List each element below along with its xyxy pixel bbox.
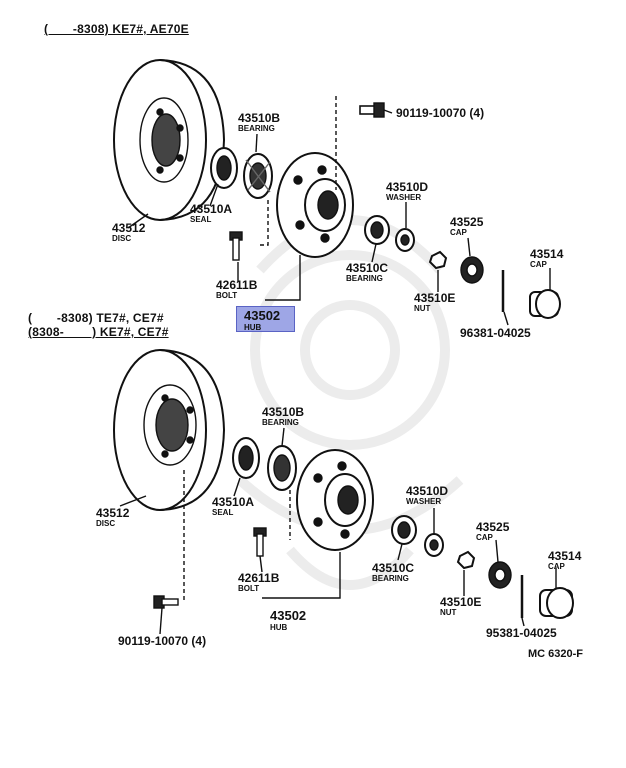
hub-bolt-bottom [253, 527, 267, 557]
cap-nut-bottom [488, 561, 512, 589]
part-number-cap-nut-top[interactable]: 43525 [450, 215, 484, 229]
part-number-cap-bottom[interactable]: 43514 [548, 549, 582, 563]
part-number-pin-top[interactable]: 96381-04025 [460, 326, 531, 340]
bearing-inner-bottom [391, 515, 417, 545]
part-name-bearing-outer-top: BEARING [238, 124, 275, 133]
hub-bottom [296, 449, 374, 551]
part-number-hub-bottom[interactable]: 43502 [270, 608, 307, 623]
part-name-disc-top: DISC [112, 234, 132, 243]
part-number-nut-bottom[interactable]: 43510E [440, 595, 482, 609]
part-number-washer-bottom[interactable]: 43510D [406, 484, 449, 498]
part-name-seal-bottom: SEAL [212, 508, 234, 517]
part-name-nut-top: NUT [414, 304, 431, 313]
part-number-bearing-outer-top[interactable]: 43510B [238, 111, 281, 125]
nut-top [428, 250, 448, 270]
disc-bottom [113, 349, 226, 511]
part-name-bearing-inner-top: BEARING [346, 274, 383, 283]
part-number-bearing-inner-bottom[interactable]: 43510C [372, 561, 415, 575]
part-number-disc-bolt-top[interactable]: 90119-10070 (4) [396, 106, 485, 120]
bearing-inner-top [364, 215, 390, 245]
part-name-washer-top: WASHER [386, 193, 422, 202]
part-name-cap-bottom: CAP [548, 562, 565, 571]
washer-bottom [424, 533, 444, 557]
part-name-hub-bottom: HUB [270, 623, 288, 632]
part-name-cap-top: CAP [530, 260, 547, 269]
part-number-seal-bottom[interactable]: 43510A [212, 495, 255, 509]
bearing-outer-bottom [267, 445, 297, 491]
hub-top [276, 152, 354, 258]
part-number-washer-top[interactable]: 43510D [386, 180, 429, 194]
part-number-disc-bolt-bottom[interactable]: 90119-10070 (4) [118, 634, 207, 648]
part-name-washer-bottom: WASHER [406, 497, 442, 506]
disc-bolt-top [359, 102, 385, 118]
cap-bottom [539, 587, 574, 619]
part-number-disc-bottom[interactable]: 43512 [96, 506, 130, 520]
part-number-nut-top[interactable]: 43510E [414, 291, 456, 305]
part-name-bolt-bottom: BOLT [238, 584, 260, 593]
nut-bottom [456, 550, 476, 570]
part-number-bolt-top[interactable]: 42611B [216, 278, 258, 292]
part-number-bolt-bottom[interactable]: 42611B [238, 571, 280, 585]
part-number-hub-top[interactable]: 43502 [244, 308, 281, 323]
header-mid-2: (8308- ) KE7#, CE7# [28, 325, 169, 339]
part-name-cap-nut-bottom: CAP [476, 533, 493, 542]
part-number-disc-top[interactable]: 43512 [112, 221, 146, 235]
disc-top [113, 59, 226, 221]
diagram-code: MC 6320-F [528, 648, 584, 660]
header-mid-1: ( -8308) TE7#, CE7# [28, 311, 164, 325]
part-number-bearing-outer-bottom[interactable]: 43510B [262, 405, 305, 419]
cap-nut-top [460, 256, 484, 284]
seal-top [210, 147, 238, 189]
part-number-pin-bottom[interactable]: 95381-04025 [486, 626, 557, 640]
washer-top [395, 228, 415, 252]
hub-bolt-top [229, 231, 243, 261]
part-number-seal-top[interactable]: 43510A [190, 202, 233, 216]
part-name-nut-bottom: NUT [440, 608, 457, 617]
part-name-disc-bottom: DISC [96, 519, 116, 528]
part-name-seal-top: SEAL [190, 215, 212, 224]
part-name-hub-top: HUB [244, 323, 262, 332]
disc-bolt-bottom [153, 595, 179, 609]
part-name-bearing-outer-bottom: BEARING [262, 418, 299, 427]
part-name-bolt-top: BOLT [216, 291, 238, 300]
part-number-cap-nut-bottom[interactable]: 43525 [476, 520, 510, 534]
cap-top [529, 289, 561, 319]
part-name-cap-nut-top: CAP [450, 228, 467, 237]
bearing-outer-top [243, 153, 273, 199]
part-name-bearing-inner-bottom: BEARING [372, 574, 409, 583]
part-number-cap-top[interactable]: 43514 [530, 247, 564, 261]
seal-bottom [232, 437, 260, 479]
part-number-bearing-inner-top[interactable]: 43510C [346, 261, 389, 275]
header-top: ( -8308) KE7#, AE70E [44, 22, 189, 36]
hub-highlight [236, 306, 295, 332]
